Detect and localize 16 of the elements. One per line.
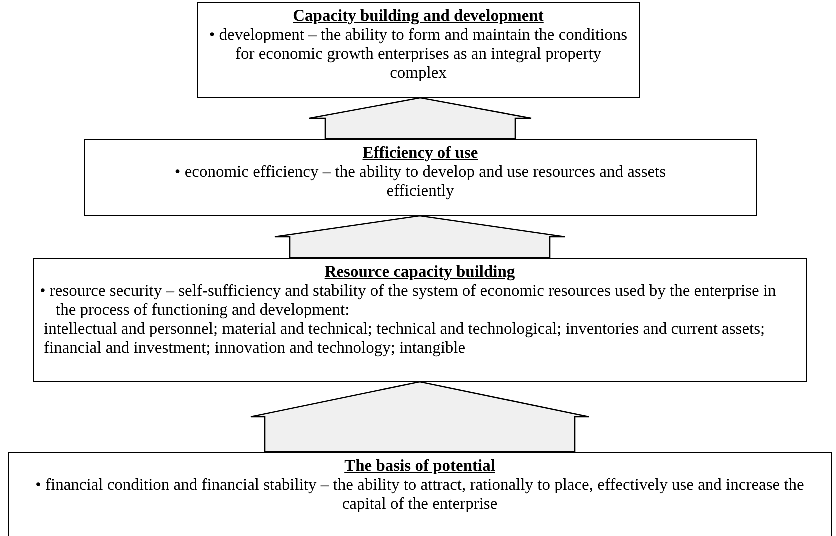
heading: The basis of potential	[344, 456, 496, 475]
text-box	[197, 2, 640, 98]
block-arrow	[274, 215, 566, 259]
description: intellectual and personnel; material and technical; technical and technological; inventories and current assets; financial and investment; innovation and technology; intangible	[43, 319, 766, 357]
block-arrow	[308, 97, 532, 140]
description: • financial condition and financial stability – the ability to attract, rationally to place, effectively use and increase the capital of the enterprise	[34, 475, 806, 513]
heading: Efficiency of use	[362, 143, 480, 162]
description: • economic efficiency – the ability to develop and use resources and assets efficiently	[174, 162, 668, 200]
text-box	[8, 452, 832, 536]
description: • development – the ability to form and maintain the conditions for economic growth enterprises as an integral property complex	[208, 25, 629, 82]
heading: Resource capacity building	[324, 262, 516, 281]
text-box	[33, 258, 807, 382]
block-arrow	[250, 381, 590, 453]
text-box	[84, 139, 757, 216]
heading: Capacity building and development	[292, 6, 545, 25]
description: • resource security – self-sufficiency and stability of the system of economic resources used by the enterprise in the process of functioning and development:	[39, 281, 778, 319]
